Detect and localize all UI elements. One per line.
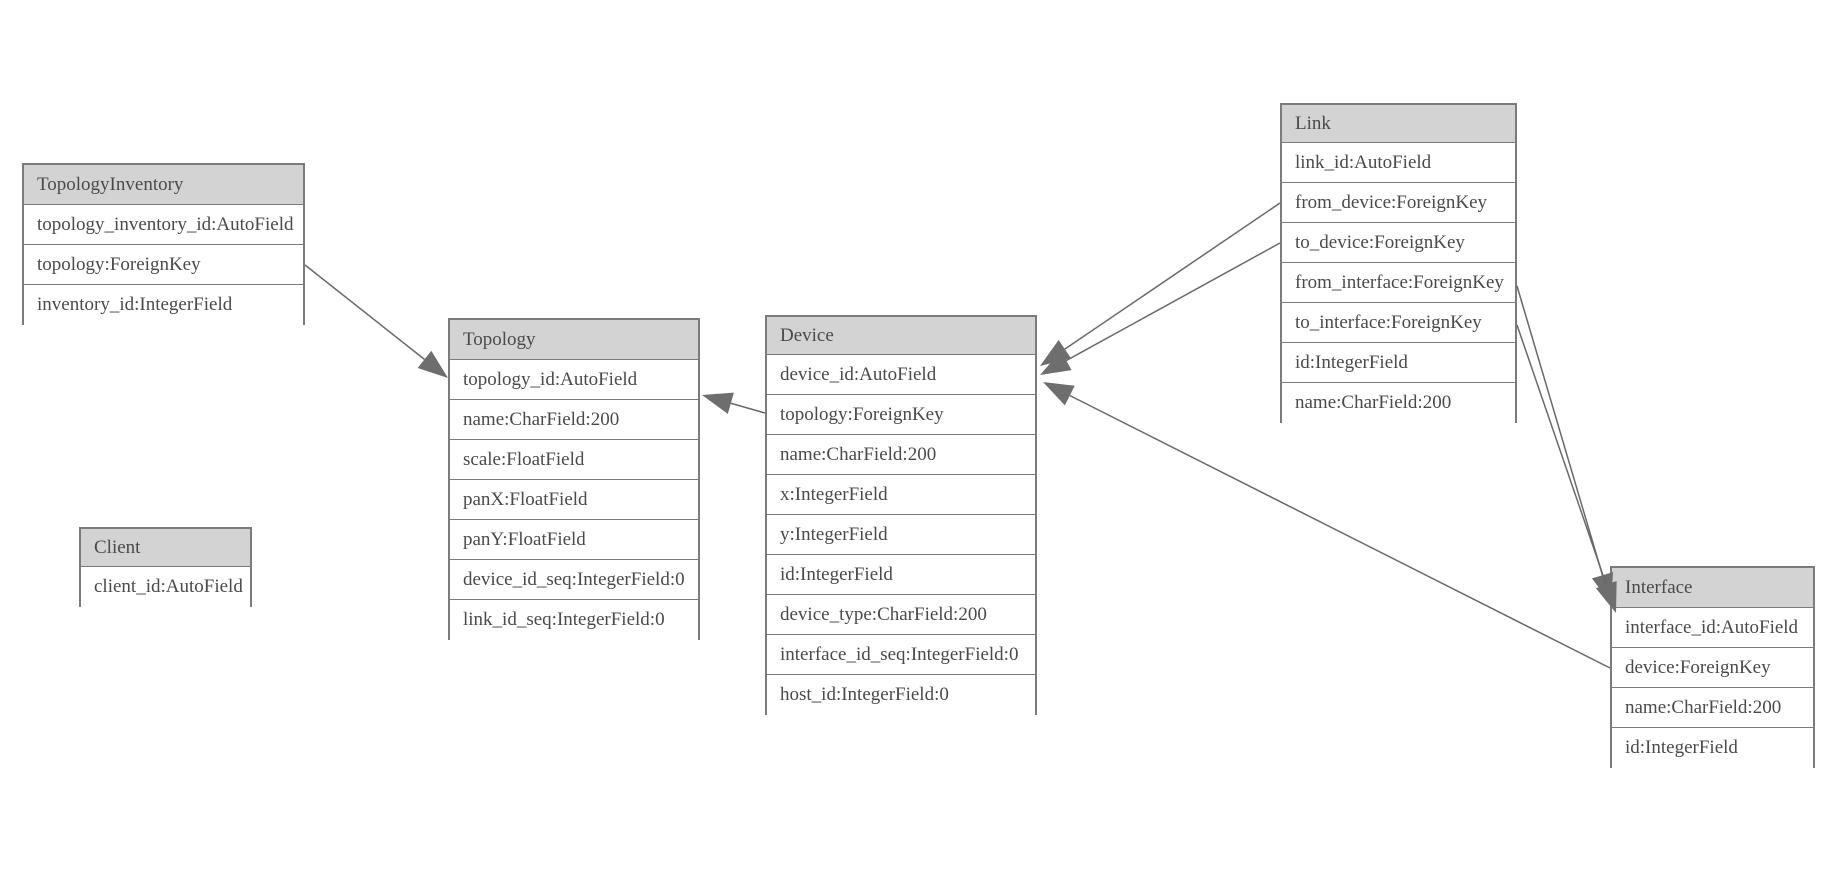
field-row-topology_inventory-0: topology_inventory_id:AutoField bbox=[24, 205, 303, 245]
table-title-link: Link bbox=[1282, 105, 1515, 143]
field-row-topology-3: panX:FloatField bbox=[450, 480, 698, 520]
field-row-topology_inventory-1: topology:ForeignKey bbox=[24, 245, 303, 285]
table-title-client: Client bbox=[81, 529, 250, 567]
field-row-device-4: y:IntegerField bbox=[767, 515, 1035, 555]
field-row-device-7: interface_id_seq:IntegerField:0 bbox=[767, 635, 1035, 675]
field-row-topology_inventory-2: inventory_id:IntegerField bbox=[24, 285, 303, 325]
field-row-client-0: client_id:AutoField bbox=[81, 567, 250, 607]
field-row-interface-1: device:ForeignKey bbox=[1612, 648, 1813, 688]
table-title-topology_inventory: TopologyInventory bbox=[24, 165, 303, 205]
field-row-topology-4: panY:FloatField bbox=[450, 520, 698, 560]
field-row-topology-0: topology_id:AutoField bbox=[450, 360, 698, 400]
field-row-device-1: topology:ForeignKey bbox=[767, 395, 1035, 435]
field-row-device-2: name:CharField:200 bbox=[767, 435, 1035, 475]
field-row-interface-0: interface_id:AutoField bbox=[1612, 608, 1813, 648]
table-title-topology: Topology bbox=[450, 320, 698, 360]
field-row-link-4: to_interface:ForeignKey bbox=[1282, 303, 1515, 343]
field-row-interface-2: name:CharField:200 bbox=[1612, 688, 1813, 728]
field-row-topology-5: device_id_seq:IntegerField:0 bbox=[450, 560, 698, 600]
field-row-device-3: x:IntegerField bbox=[767, 475, 1035, 515]
field-row-topology-2: scale:FloatField bbox=[450, 440, 698, 480]
field-row-device-8: host_id:IntegerField:0 bbox=[767, 675, 1035, 715]
field-row-topology-1: name:CharField:200 bbox=[450, 400, 698, 440]
field-row-link-1: from_device:ForeignKey bbox=[1282, 183, 1515, 223]
table-title-interface: Interface bbox=[1612, 568, 1813, 608]
table-title-device: Device bbox=[767, 317, 1035, 355]
field-row-device-6: device_type:CharField:200 bbox=[767, 595, 1035, 635]
field-row-device-0: device_id:AutoField bbox=[767, 355, 1035, 395]
field-row-link-0: link_id:AutoField bbox=[1282, 143, 1515, 183]
field-row-link-5: id:IntegerField bbox=[1282, 343, 1515, 383]
field-row-link-6: name:CharField:200 bbox=[1282, 383, 1515, 423]
field-row-link-2: to_device:ForeignKey bbox=[1282, 223, 1515, 263]
field-row-device-5: id:IntegerField bbox=[767, 555, 1035, 595]
field-row-interface-3: id:IntegerField bbox=[1612, 728, 1813, 768]
field-row-link-3: from_interface:ForeignKey bbox=[1282, 263, 1515, 303]
field-row-topology-6: link_id_seq:IntegerField:0 bbox=[450, 600, 698, 640]
